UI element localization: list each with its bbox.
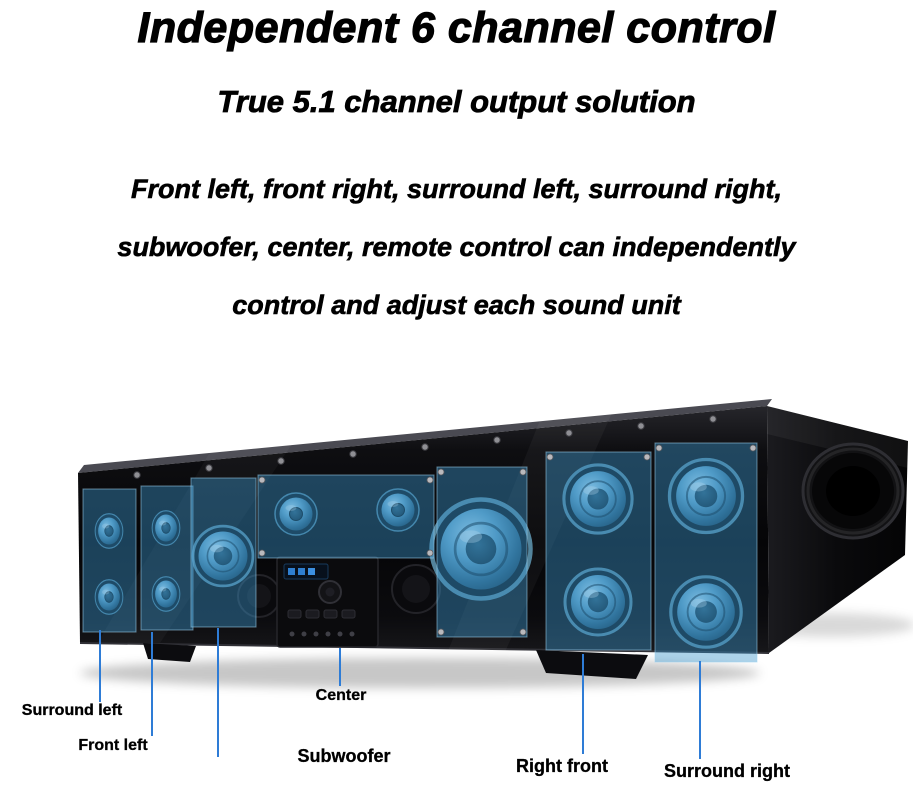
callout-subwoofer: Subwoofer: [297, 746, 391, 766]
passive-drivers: [237, 564, 441, 618]
display-panel: [276, 556, 379, 648]
callout-front-left: Front left: [78, 737, 148, 754]
callout-surround-left: Surround left: [21, 702, 123, 719]
led-display: [283, 563, 329, 580]
bass-port: [801, 442, 905, 540]
control-buttons: [287, 609, 356, 619]
description-line-3: control and adjust each sound unit: [232, 290, 681, 321]
page-title: Independent 6 channel control: [137, 3, 776, 52]
description-block: Front left, front right, surround left, …: [0, 160, 913, 334]
highlight-box-right-front: [545, 451, 652, 651]
description-line-2: subwoofer, center, remote control can in…: [117, 232, 796, 263]
top-screws: [133, 415, 717, 479]
leader-lines: [99, 628, 701, 759]
callout-right-front: Right front: [516, 756, 608, 776]
mount-screws: [258, 444, 757, 636]
highlight-box-subwoofer: [190, 477, 257, 628]
callout-surround-right: Surround right: [664, 761, 790, 781]
highlight-box-woofer-right: [436, 466, 528, 638]
highlight-box-surround-left: [82, 488, 137, 633]
description-line-1: Front left, front right, surround left, …: [131, 174, 783, 205]
callout-center: Center: [315, 687, 367, 704]
highlight-box-center: [257, 474, 435, 559]
page-subtitle: True 5.1 channel output solution: [217, 84, 696, 120]
feet: [143, 643, 648, 679]
highlight-box-front-left: [140, 485, 194, 631]
highlight-box-surround-right: [654, 442, 758, 663]
highlight-boxes: [82, 442, 758, 663]
